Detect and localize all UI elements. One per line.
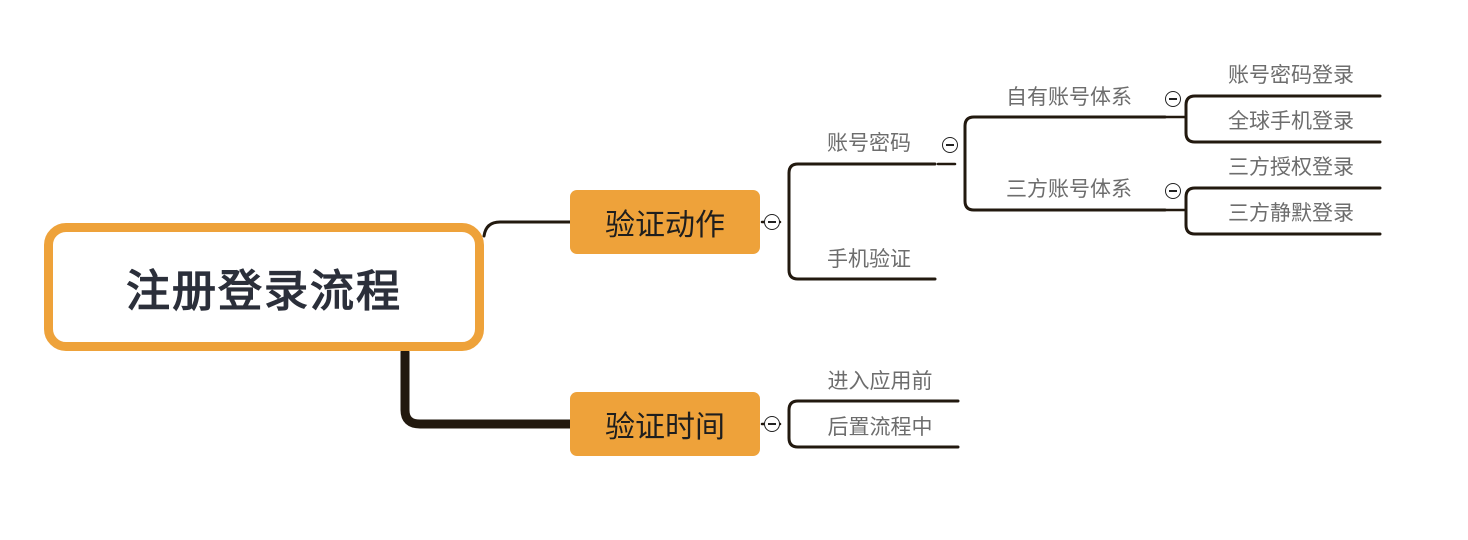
node-account-password[interactable]: 账号密码 xyxy=(827,131,911,155)
root-topic-label: 注册登录流程 xyxy=(126,266,402,317)
collapse-minus-icon[interactable] xyxy=(1165,183,1181,199)
node-third-auth-login[interactable]: 三方授权登录 xyxy=(1228,155,1354,179)
collapse-minus-icon[interactable] xyxy=(764,214,780,230)
root-topic[interactable]: 注册登录流程 xyxy=(44,223,484,351)
node-third-account[interactable]: 三方账号体系 xyxy=(1006,177,1132,201)
branch-verify-action-label: 验证动作 xyxy=(605,208,725,243)
collapse-minus-icon[interactable] xyxy=(942,137,958,153)
node-acct-pwd-login[interactable]: 账号密码登录 xyxy=(1228,63,1354,87)
collapse-minus-icon[interactable] xyxy=(764,416,780,432)
node-phone-verify[interactable]: 手机验证 xyxy=(827,247,911,271)
node-own-account[interactable]: 自有账号体系 xyxy=(1006,85,1132,109)
node-before-enter[interactable]: 进入应用前 xyxy=(827,369,933,393)
branch-verify-time-label: 验证时间 xyxy=(605,410,725,445)
collapse-minus-icon[interactable] xyxy=(1165,91,1181,107)
node-in-flow[interactable]: 后置流程中 xyxy=(827,415,933,439)
branch-verify-action[interactable]: 验证动作 xyxy=(570,190,760,254)
node-global-phone-login[interactable]: 全球手机登录 xyxy=(1228,109,1354,133)
node-third-silent-login[interactable]: 三方静默登录 xyxy=(1228,201,1354,225)
branch-verify-time[interactable]: 验证时间 xyxy=(570,392,760,456)
